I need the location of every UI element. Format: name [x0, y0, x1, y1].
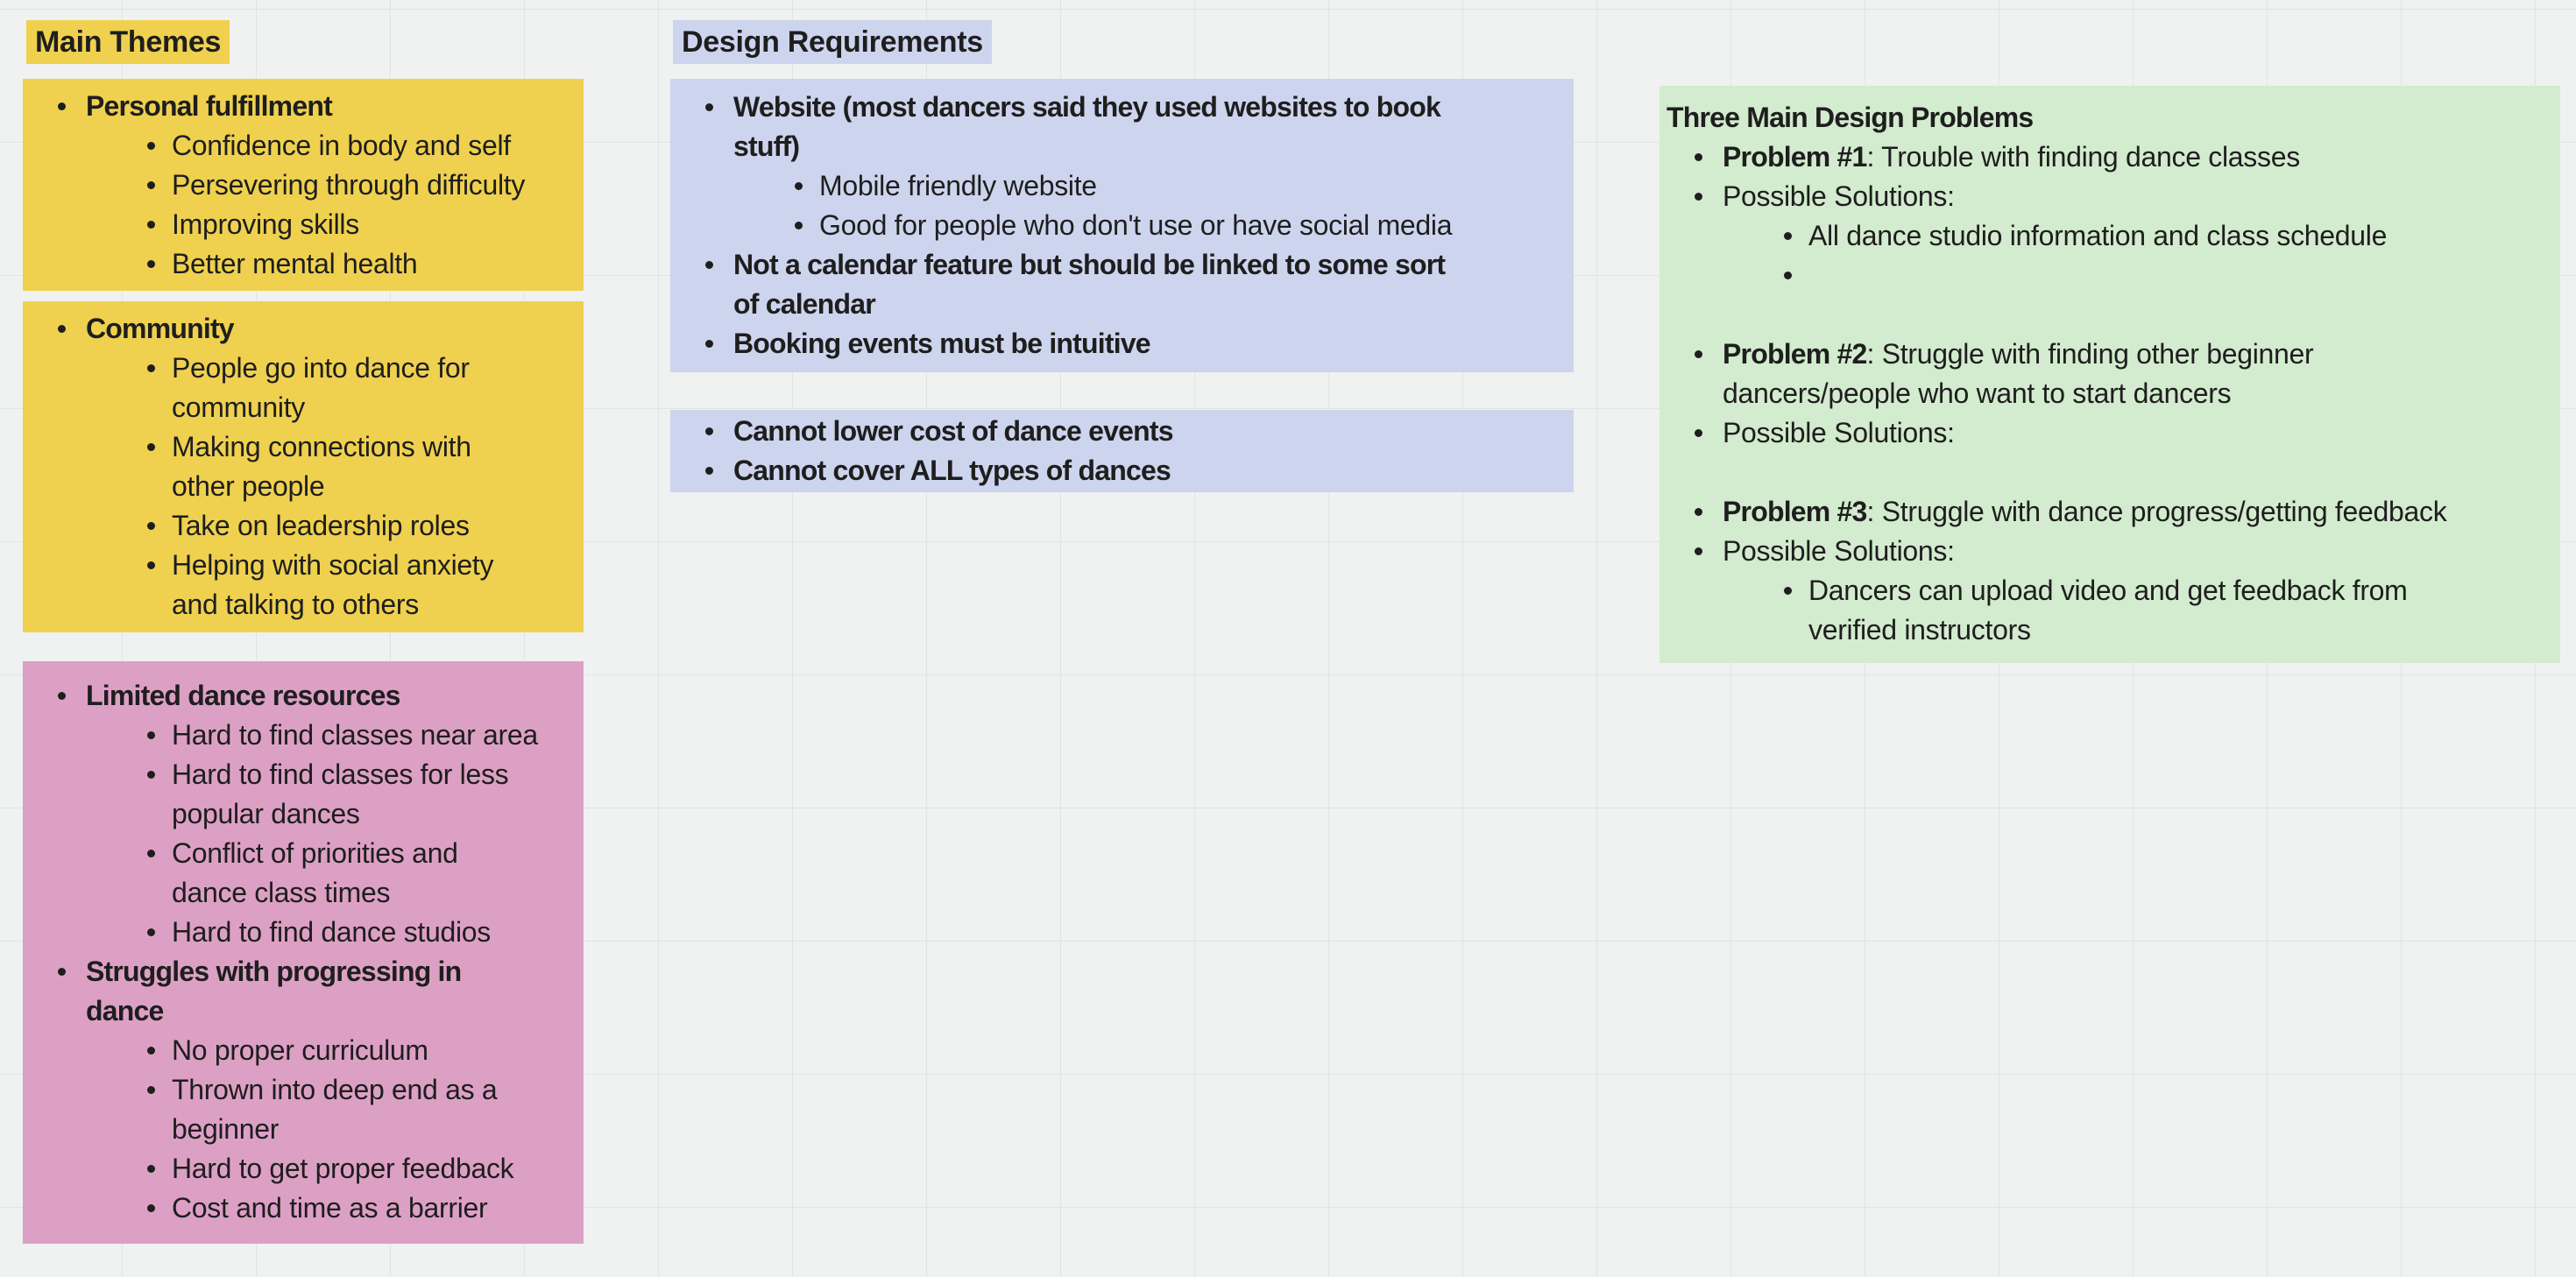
bullet-dot	[147, 1047, 155, 1055]
list-line: Hard to get proper feedback	[23, 1149, 584, 1189]
bullet-dot	[147, 443, 155, 451]
bullet-dot	[147, 142, 155, 150]
list-line: Improving skills	[23, 205, 584, 244]
list-line: Hard to find dance studios	[23, 913, 584, 952]
list-line: Possible Solutions:	[1660, 413, 2560, 453]
bullet-dot	[58, 692, 66, 700]
list-line: Mobile friendly website	[670, 166, 1574, 206]
list-line: No proper curriculum	[23, 1031, 584, 1070]
list-line: Problem #2: Struggle with finding other …	[1660, 335, 2560, 374]
bullet-dot	[147, 221, 155, 229]
bullet-dot	[147, 731, 155, 739]
list-line: Struggles with progressing in	[23, 952, 584, 991]
list-line: Conflict of priorities and	[23, 834, 584, 873]
list-line: People go into dance for	[23, 349, 584, 388]
bullet-dot	[1695, 193, 1702, 201]
bullet-dot	[58, 102, 66, 110]
bullet-dot	[147, 260, 155, 268]
bullet-dot	[1695, 429, 1702, 437]
list-line: Persevering through difficulty	[23, 166, 584, 205]
bullet-dot	[705, 427, 713, 435]
bullet-dot	[147, 1086, 155, 1094]
list-line	[1660, 256, 2560, 295]
list-line: Personal fulfillment	[23, 87, 584, 126]
bullet-dot	[1784, 272, 1792, 279]
bullet-dot	[147, 1204, 155, 1212]
list-line: Cannot lower cost of dance events	[670, 412, 1574, 451]
bullet-dot	[147, 850, 155, 857]
bullet-dot	[58, 325, 66, 333]
list-line: Three Main Design Problems	[1667, 102, 2034, 133]
list-line: Hard to find classes for less	[23, 755, 584, 794]
bullet-dot	[1695, 153, 1702, 161]
list-line: Problem #3: Struggle with dance progress…	[1660, 492, 2560, 532]
bullet-dot	[1695, 350, 1702, 358]
list-line: dance	[86, 995, 164, 1027]
list-line: dance class times	[172, 877, 391, 908]
list-line: Cost and time as a barrier	[23, 1189, 584, 1228]
bullet-dot	[147, 928, 155, 936]
bullet-dot	[1784, 587, 1792, 595]
section-title-main-themes[interactable]: Main Themes	[26, 20, 230, 64]
list-line: Website (most dancers said they used web…	[670, 88, 1574, 127]
list-line: Possible Solutions:	[1660, 532, 2560, 571]
list-line: beginner	[172, 1113, 280, 1145]
bullet-dot	[1695, 547, 1702, 555]
list-line: other people	[172, 470, 325, 502]
list-line: Dancers can upload video and get feedbac…	[1660, 571, 2560, 610]
bullet-dot	[1695, 508, 1702, 516]
list-line: popular dances	[172, 798, 360, 829]
list-line: Better mental health	[23, 244, 584, 284]
bullet-dot	[1784, 232, 1792, 240]
blank-line	[1660, 453, 2560, 492]
list-line: verified instructors	[1808, 614, 2031, 646]
list-line: Cannot cover ALL types of dances	[670, 451, 1574, 490]
bullet-dot	[705, 103, 713, 111]
bullet-dot	[58, 968, 66, 976]
list-line: Not a calendar feature but should be lin…	[670, 245, 1574, 285]
bullet-dot	[795, 182, 803, 190]
list-line: community	[172, 392, 306, 423]
bullet-dot	[705, 340, 713, 348]
list-line: Take on leadership roles	[23, 506, 584, 546]
bullet-dot	[147, 771, 155, 779]
list-line: and talking to others	[172, 589, 419, 620]
bullet-dot	[147, 1165, 155, 1173]
bullet-dot	[705, 261, 713, 269]
bullet-dot	[147, 364, 155, 372]
bullet-dot	[147, 561, 155, 569]
list-line: Making connections with	[23, 427, 584, 467]
list-line: Confidence in body and self	[23, 126, 584, 166]
list-line: Problem #1: Trouble with finding dance c…	[1660, 138, 2560, 177]
list-line: Community	[23, 309, 584, 349]
bullet-dot	[147, 522, 155, 530]
list-line: dancers/people who want to start dancers	[1723, 377, 2232, 409]
list-line: of calendar	[733, 288, 876, 320]
bullet-dot	[147, 181, 155, 189]
list-line: All dance studio information and class s…	[1660, 216, 2560, 256]
bullet-dot	[795, 222, 803, 229]
list-line: Good for people who don't use or have so…	[670, 206, 1574, 245]
list-line: Limited dance resources	[23, 676, 584, 716]
blank-line	[1660, 295, 2560, 335]
list-line: Hard to find classes near area	[23, 716, 584, 755]
text-block-website-requirements[interactable]: Website (most dancers said they used web…	[670, 79, 1574, 372]
list-line: Possible Solutions:	[1660, 177, 2560, 216]
list-line: Booking events must be intuitive	[670, 324, 1574, 363]
list-line: Thrown into deep end as a	[23, 1070, 584, 1110]
section-title-design-requirements[interactable]: Design Requirements	[673, 20, 992, 64]
bullet-dot	[705, 467, 713, 475]
list-line: stuff)	[733, 131, 800, 162]
list-line: Helping with social anxiety	[23, 546, 584, 585]
